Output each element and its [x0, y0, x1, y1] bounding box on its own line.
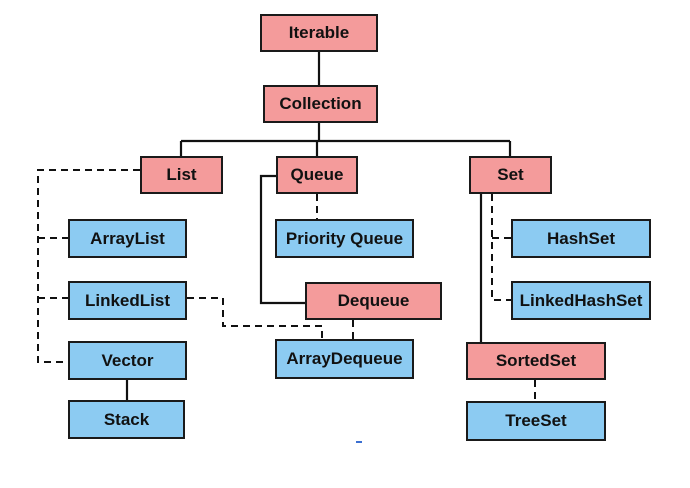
- node-sortedset: SortedSet: [466, 342, 606, 380]
- node-dequeue-label: Dequeue: [337, 291, 410, 310]
- edge-set-linkedhashset: [491, 194, 511, 301]
- node-hashset: HashSet: [511, 219, 651, 258]
- node-list-label: List: [166, 165, 197, 184]
- node-queue: Queue: [276, 156, 358, 194]
- node-iterable-label: Iterable: [288, 23, 350, 42]
- node-linkedhashset: LinkedHashSet: [511, 281, 651, 320]
- node-stack: Stack: [68, 400, 185, 439]
- node-linkedlist: LinkedList: [68, 281, 187, 320]
- node-dequeue: Dequeue: [305, 282, 442, 320]
- node-arraydequeue-label: ArrayDequeue: [286, 349, 403, 368]
- node-vector-label: Vector: [101, 350, 154, 370]
- node-priority-queue: Priority Queue: [275, 219, 414, 258]
- node-queue-label: Queue: [290, 165, 344, 184]
- node-treeset: TreeSet: [466, 401, 606, 441]
- node-hashset-label: HashSet: [546, 228, 616, 248]
- node-arraydequeue: ArrayDequeue: [275, 339, 414, 379]
- node-arraylist: ArrayList: [68, 219, 187, 258]
- node-priority-queue-label: Priority Queue: [285, 228, 404, 248]
- node-list: List: [140, 156, 223, 194]
- node-set: Set: [469, 156, 552, 194]
- node-set-label: Set: [497, 165, 524, 184]
- node-stack-label: Stack: [103, 409, 150, 429]
- edge-queue-dequeue: [259, 174, 305, 305]
- edge-linkedlist-arraydequeue: [187, 297, 323, 340]
- node-sortedset-label: SortedSet: [495, 351, 577, 370]
- node-collection: Collection: [263, 85, 378, 123]
- node-arraylist-label: ArrayList: [90, 228, 165, 248]
- stray-mark: [356, 441, 362, 443]
- node-collection-label: Collection: [279, 94, 362, 113]
- node-linkedlist-label: LinkedList: [84, 290, 170, 310]
- edge-list-vector: [37, 169, 140, 363]
- node-vector: Vector: [68, 341, 187, 380]
- node-iterable: Iterable: [260, 14, 378, 52]
- node-treeset-label: TreeSet: [505, 411, 567, 430]
- node-linkedhashset-label: LinkedHashSet: [519, 290, 643, 310]
